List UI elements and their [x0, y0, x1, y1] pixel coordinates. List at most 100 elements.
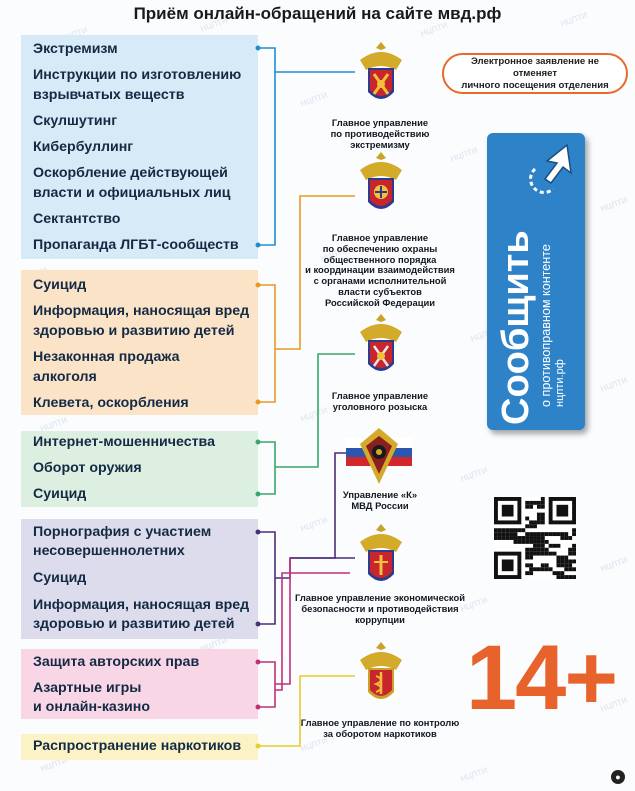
qr-module — [572, 567, 576, 572]
category-item: Суицид — [33, 277, 87, 293]
qr-module — [536, 532, 541, 537]
qr-module — [525, 504, 530, 509]
qr-module — [540, 500, 545, 505]
qr-module — [525, 555, 530, 560]
category-item: Скулшутинг — [33, 113, 118, 129]
qr-module — [513, 528, 518, 533]
connector-purple-dots — [255, 529, 261, 627]
qr-module — [552, 532, 557, 537]
qr-module — [536, 520, 541, 525]
category-item: Интернет-мошенничества — [33, 434, 215, 450]
qr-module — [540, 520, 545, 525]
qr-module — [525, 516, 530, 521]
qr-code-icon[interactable] — [494, 497, 576, 579]
qr-module — [552, 551, 557, 556]
qr-module — [529, 532, 534, 537]
qr-module — [533, 536, 537, 540]
category-item: Экстремизм — [33, 41, 118, 57]
qr-module — [533, 532, 537, 537]
qr-module — [564, 555, 569, 560]
qr-module — [509, 532, 514, 537]
qr-module — [533, 524, 537, 529]
group-box-drugs — [21, 734, 258, 760]
qr-module — [560, 559, 565, 564]
qr-module — [529, 571, 534, 576]
report-banner[interactable]: Сообщить о противоправном контенте нцпти… — [487, 133, 585, 430]
qr-module — [556, 575, 561, 579]
qr-module — [556, 532, 561, 537]
group-box-child-protection — [21, 519, 258, 639]
qr-module — [540, 532, 545, 537]
banner-subtitle: о противоправном контенте — [539, 244, 553, 407]
category-item: здоровью и развитию детей — [33, 323, 235, 339]
qr-module — [556, 543, 561, 548]
qr-module — [544, 551, 549, 556]
qr-module — [564, 559, 569, 564]
qr-module — [540, 512, 545, 517]
qr-module — [505, 532, 510, 537]
qr-module — [564, 563, 569, 568]
qr-module — [536, 512, 541, 517]
qr-module — [533, 520, 537, 525]
qr-module — [525, 563, 530, 568]
agency-caption: Управление «К»МВД России — [342, 489, 418, 511]
qr-module — [540, 563, 545, 568]
qr-module — [521, 539, 526, 544]
category-item: Защита авторских прав — [33, 654, 200, 670]
connector-blue-dots — [255, 45, 261, 248]
qr-module — [544, 547, 549, 552]
group-box-suicide — [21, 270, 258, 415]
qr-module — [517, 528, 522, 533]
qr-module — [560, 571, 565, 576]
category-item: Распространение наркотиков — [33, 738, 242, 754]
qr-module — [501, 536, 506, 540]
qr-module — [560, 575, 565, 579]
qr-module — [525, 524, 530, 529]
category-item: алкоголя — [33, 369, 97, 385]
banner-title: Сообщить — [495, 230, 537, 425]
qr-module — [529, 524, 534, 529]
qr-module — [560, 532, 565, 537]
qr-module — [560, 555, 565, 560]
qr-module — [501, 559, 514, 572]
category-item: Суицид — [33, 486, 87, 502]
qr-module — [529, 500, 534, 505]
mvd-emblem-icon — [360, 42, 402, 99]
qr-module — [540, 504, 545, 509]
age-rating: 14+ — [466, 627, 618, 729]
category-item: взрывчатых веществ — [33, 87, 185, 103]
notice-pill: Электронное заявление не отменяет личног… — [442, 53, 628, 94]
qr-module — [521, 536, 526, 540]
qr-module — [544, 567, 549, 572]
qr-module — [572, 551, 576, 556]
connector-green — [258, 353, 355, 495]
qr-module — [556, 555, 561, 560]
qr-module — [525, 536, 530, 540]
department-k-emblem-icon — [346, 428, 412, 484]
qr-module — [568, 575, 573, 579]
qr-module — [544, 563, 549, 568]
qr-module — [533, 551, 537, 556]
category-item: Информация, наносящая вред — [33, 303, 250, 319]
qr-module — [505, 536, 510, 540]
qr-module — [564, 536, 569, 540]
qr-module — [564, 575, 569, 579]
qr-module — [513, 536, 518, 540]
qr-module — [501, 532, 506, 537]
qr-module — [552, 571, 557, 576]
category-item: и онлайн-казино — [33, 699, 150, 715]
qr-module — [525, 500, 530, 505]
qr-module — [536, 516, 541, 521]
qr-module — [556, 504, 569, 517]
qr-module — [529, 539, 534, 544]
qr-module — [533, 500, 537, 505]
qr-module — [536, 551, 541, 556]
qr-module — [529, 551, 534, 556]
qr-module — [548, 543, 553, 548]
qr-module — [560, 536, 565, 540]
qr-module — [525, 532, 530, 537]
qr-module — [544, 532, 549, 537]
